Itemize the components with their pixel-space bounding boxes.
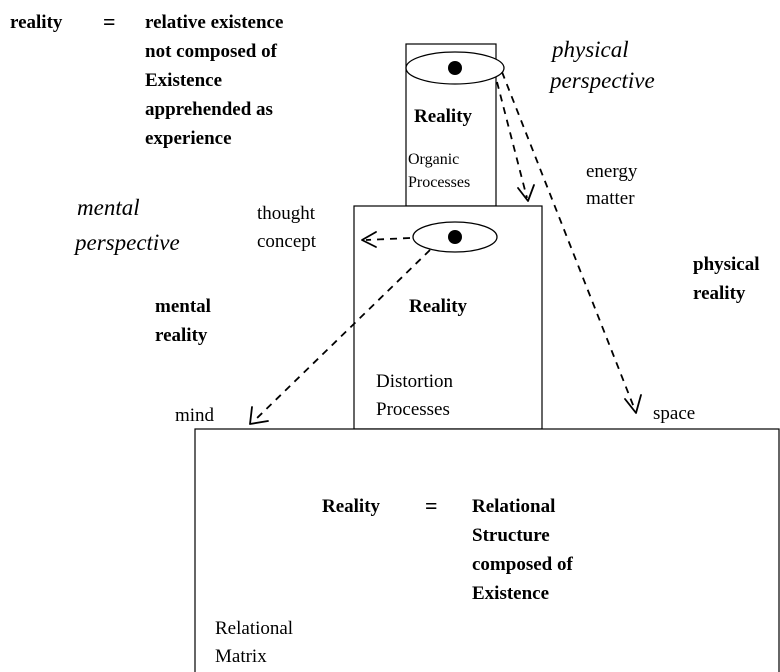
eye-icon-mental (412, 221, 498, 253)
arrowhead-energy-matter (517, 184, 535, 202)
arrow-to-energy-matter (496, 81, 528, 199)
physical-reality-line-1: physical (693, 254, 760, 275)
arrowhead-thought-concept (361, 231, 377, 248)
distortion-box-line-1: Distortion (376, 371, 454, 392)
mental-reality-line-2: reality (155, 325, 208, 346)
matrix-def-line-3: composed of (472, 554, 573, 575)
definition-term: reality (10, 12, 63, 33)
organic-box-title: Reality (414, 106, 473, 127)
distortion-box-title: Reality (409, 296, 468, 317)
thought-label: thought (257, 203, 316, 224)
eye-icon-physical (405, 51, 505, 85)
matter-label: matter (586, 188, 635, 209)
physical-perspective-line-2: perspective (550, 68, 655, 93)
definition-line-5: experience (145, 128, 232, 149)
matrix-def-line-1: Relational (472, 496, 556, 517)
space-label: space (653, 403, 696, 424)
matrix-def-line-2: Structure (472, 525, 550, 546)
definition-line-2: not composed of (145, 41, 277, 62)
arrowhead-mind (249, 406, 269, 425)
definition-equals-sign: = (103, 9, 116, 34)
concept-label: concept (257, 231, 317, 252)
relational-matrix-box (194, 428, 780, 672)
matrix-equals-sign: = (425, 493, 438, 518)
mental-perspective-line-2: perspective (75, 230, 180, 255)
matrix-footer-line-1: Relational (215, 618, 294, 639)
matrix-def-line-4: Existence (472, 583, 550, 604)
definition-line-4: apprehended as (145, 99, 273, 120)
matrix-term: Reality (322, 496, 381, 517)
physical-perspective-line-1: physical (552, 37, 629, 62)
definition-line-1: relative existence (145, 12, 284, 33)
physical-reality-line-2: reality (693, 283, 746, 304)
organic-box-line-2: Processes (408, 174, 471, 191)
matrix-footer-line-2: Matrix (215, 646, 267, 667)
mind-label: mind (175, 405, 215, 426)
arrowhead-space (624, 394, 642, 414)
definition-line-3: Existence (145, 70, 223, 91)
arrow-to-mind (254, 249, 431, 421)
distortion-box-line-2: Processes (376, 399, 450, 420)
mental-reality-line-1: mental (155, 296, 211, 317)
mental-perspective-line-1: mental (77, 195, 140, 220)
energy-label: energy (586, 161, 638, 182)
organic-box-line-1: Organic (408, 151, 460, 168)
arrow-to-space (501, 71, 636, 411)
